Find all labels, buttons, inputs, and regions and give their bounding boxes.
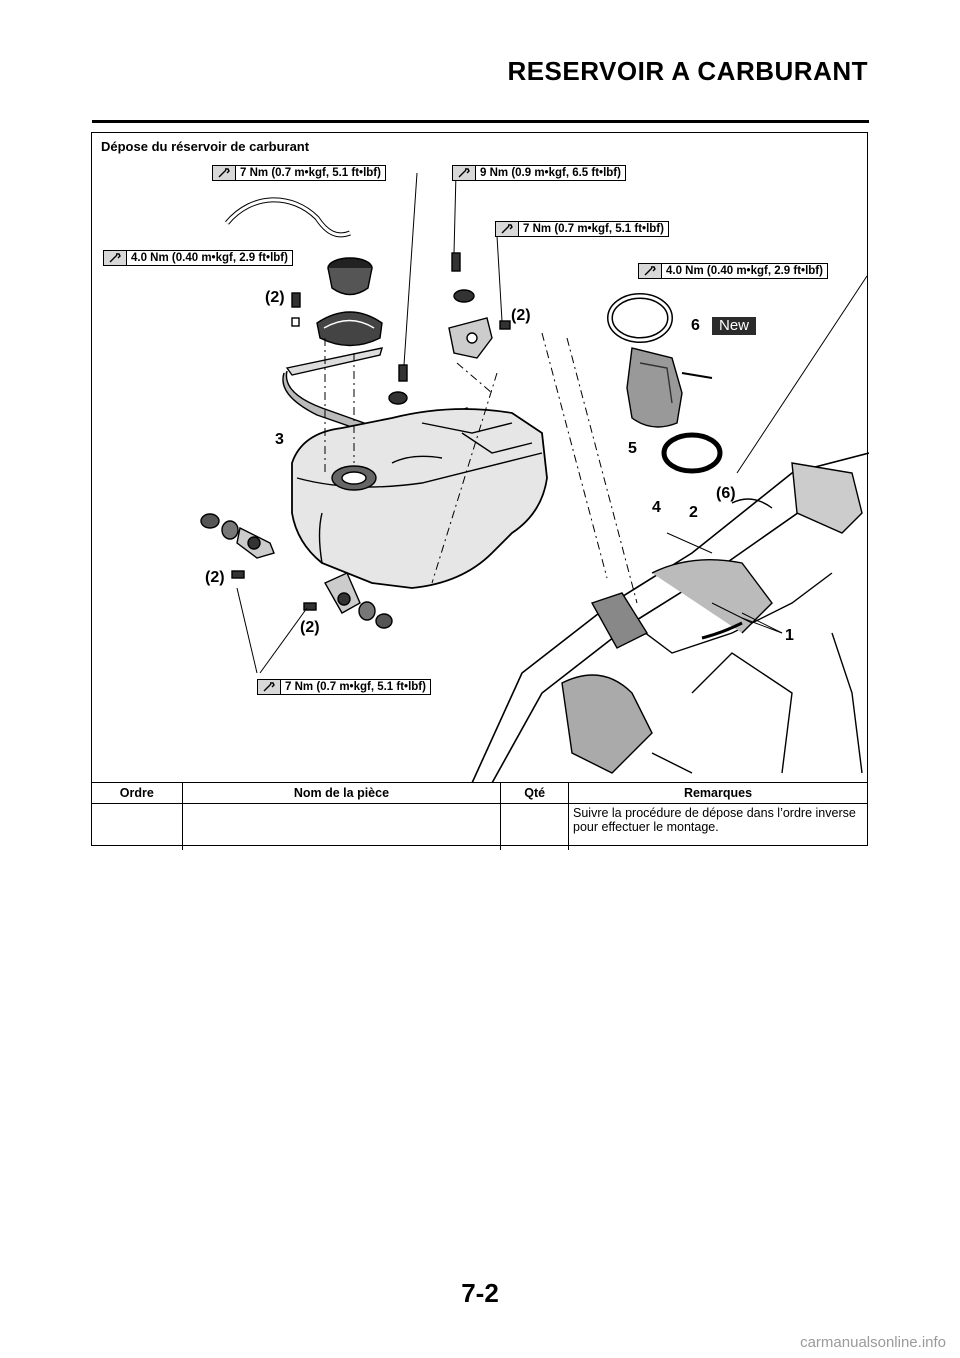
column-header-ordre: Ordre	[92, 782, 183, 804]
new-part-badge: New	[712, 317, 756, 335]
page-number: 7-2	[461, 1278, 499, 1308]
cell-qte	[500, 803, 569, 850]
torque-wrench-icon	[496, 222, 519, 236]
callout-label: 4	[652, 499, 661, 516]
fuel-tank-exploded-diagram	[200, 172, 869, 783]
procedure-frame: Dépose du réservoir de carburant	[91, 132, 869, 850]
watermark-text: carmanualsonline.info	[800, 1334, 946, 1351]
cell-nom	[181, 803, 501, 850]
column-header-remarques: Remarques	[568, 782, 867, 804]
table-row: Suivre la procédure de dépose dans l’ord…	[92, 803, 867, 851]
callout-label: 5	[628, 440, 637, 457]
callout-label: (6)	[716, 485, 736, 502]
torque-wrench-icon	[453, 166, 476, 180]
callout-label: (2)	[205, 569, 225, 586]
torque-spec-label: 4.0 Nm (0.40 m•kgf, 2.9 ft•lbf)	[103, 250, 293, 266]
torque-wrench-icon	[104, 251, 127, 265]
torque-spec-label: 7 Nm (0.7 m•kgf, 5.1 ft•lbf)	[495, 221, 669, 237]
parts-table: Ordre Nom de la pièce Qté Remarques Suiv…	[92, 782, 867, 850]
cell-ordre	[92, 804, 182, 851]
remark-text: Suivre la procédure de dépose dans l’ord…	[573, 806, 856, 835]
column-header-qte: Qté	[500, 782, 569, 804]
cell-remarques: Suivre la procédure de dépose dans l’ord…	[568, 803, 867, 850]
torque-wrench-icon	[213, 166, 236, 180]
callout-label: 6	[691, 317, 700, 334]
torque-wrench-icon	[258, 680, 281, 694]
torque-spec-label: 7 Nm (0.7 m•kgf, 5.1 ft•lbf)	[212, 165, 386, 181]
torque-spec-label: 4.0 Nm (0.40 m•kgf, 2.9 ft•lbf)	[638, 263, 828, 279]
callout-label: 3	[275, 431, 284, 448]
column-header-nom: Nom de la pièce	[181, 782, 501, 804]
torque-spec-label: 7 Nm (0.7 m•kgf, 5.1 ft•lbf)	[257, 679, 431, 695]
section-heading: Dépose du réservoir de carburant	[101, 139, 310, 154]
callout-label: (2)	[511, 307, 531, 324]
torque-spec-label: 9 Nm (0.9 m•kgf, 6.5 ft•lbf)	[452, 165, 626, 181]
callout-label: (2)	[300, 619, 320, 636]
page-title: RESERVOIR A CARBURANT	[507, 56, 868, 86]
table-header-row: Ordre Nom de la pièce Qté Remarques	[92, 782, 867, 804]
callout-label: 1	[785, 627, 794, 644]
torque-wrench-icon	[639, 264, 662, 278]
callout-label: (2)	[265, 289, 285, 306]
callout-label: 2	[689, 504, 698, 521]
title-divider	[92, 120, 869, 123]
